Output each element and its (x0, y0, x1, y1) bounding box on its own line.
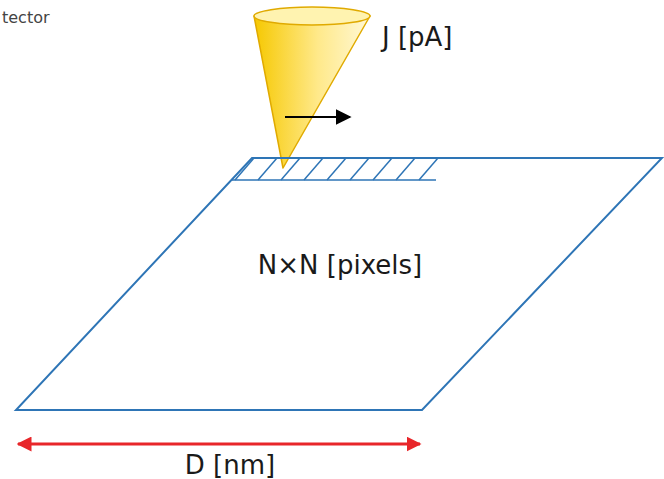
detector-label: tector (2, 8, 50, 27)
pixel-divider (419, 158, 438, 180)
pixel-divider (281, 158, 300, 180)
pixel-divider (396, 158, 415, 180)
parallelogram-outline (16, 158, 664, 412)
current-label: J [pA] (382, 22, 453, 52)
pixel-divider (373, 158, 392, 180)
pixel-divider (235, 158, 254, 180)
pixel-frame: N×N [pixels] (16, 158, 664, 412)
scan-arrow (285, 116, 350, 118)
pixel-divider (327, 158, 346, 180)
pixel-divider (258, 158, 277, 180)
pixel-divider (304, 158, 323, 180)
pixel-strip (232, 158, 438, 180)
frame-label: N×N [pixels] (258, 250, 422, 280)
pixel-divider (350, 158, 369, 180)
dimension-arrow (18, 443, 420, 446)
dimension-label: D [nm] (185, 450, 275, 479)
probe-cone (254, 7, 370, 168)
